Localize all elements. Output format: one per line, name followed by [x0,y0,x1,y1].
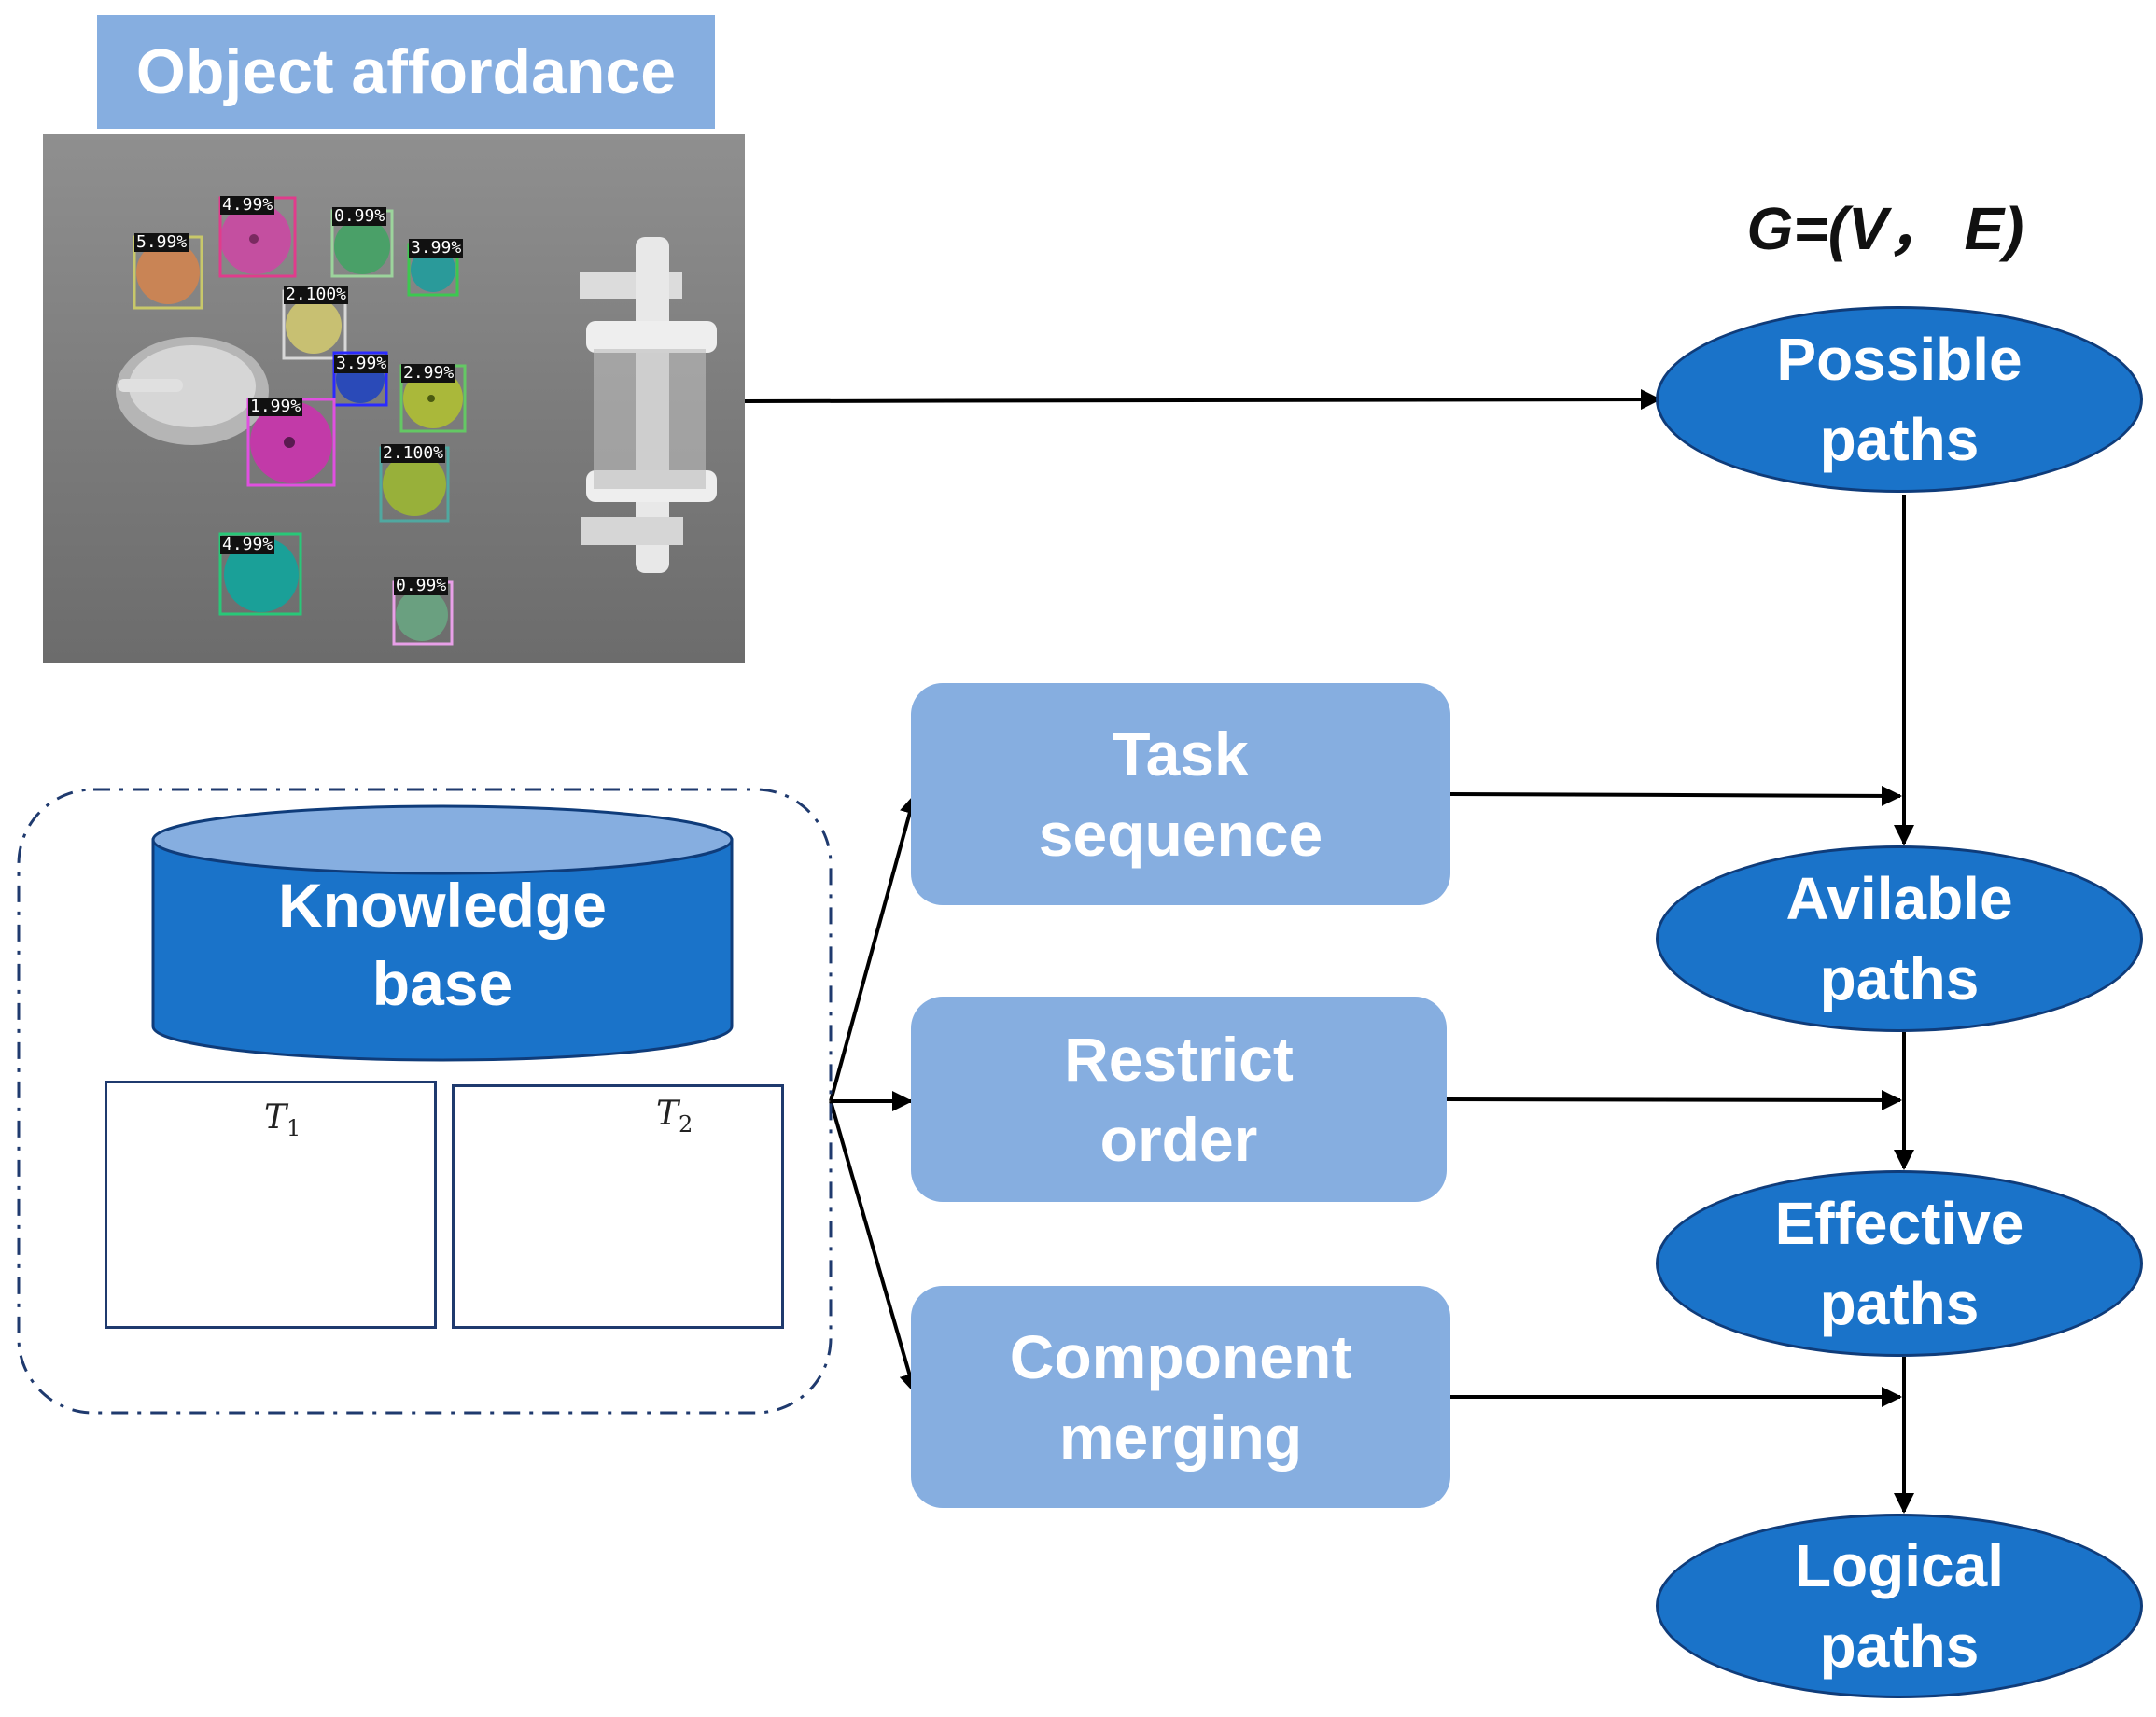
detection-label: 4.99% [220,195,275,215]
knowledge-base-line2: base [371,949,513,1018]
graph-definition: G=(V， E) [1746,195,2024,262]
detection-label: 0.99% [332,206,387,226]
t2-label: T2 [656,1095,693,1138]
fixture [580,237,717,573]
knowledge-base-line1: Knowledge [277,871,607,940]
knowledge-group-border [17,788,833,1415]
t2-box: T2 [452,1084,784,1329]
t1-label: T1 [264,1098,301,1142]
detection-label: 0.99% [394,576,449,595]
t1-box: T1 [105,1081,437,1329]
detection-label: 3.99% [334,354,389,373]
arrow-kb-to-task [829,793,920,1102]
detection-label: 1.99% [248,397,303,416]
detection-label: 2.100% [381,443,446,463]
detection-label: 3.99% [409,238,464,258]
detection-label: 2.100% [284,285,349,304]
arrow-photo-to-possible [744,389,1661,411]
knowledge-base-cylinder [151,804,734,1062]
detection-box [332,351,388,407]
arrow-task-to-chain [1449,785,1902,806]
detection-label: 2.99% [401,363,456,383]
object-affordance-label: Object affordance [135,36,677,107]
knowledge-base-label: Knowledge base [153,866,732,1023]
detection-label: 4.99% [220,535,275,554]
detection-box [218,532,302,616]
arrow-kb-to-merge [829,1100,920,1394]
object-detection-image: 5.99% 4.99% 0.99% 3.99% 2.100% 3.99% 2.9… [43,134,745,663]
object-affordance-title: Object affordance [97,15,715,129]
arrow-restrict-to-chain [1446,1089,1902,1110]
detection-label: 5.99% [134,232,189,252]
